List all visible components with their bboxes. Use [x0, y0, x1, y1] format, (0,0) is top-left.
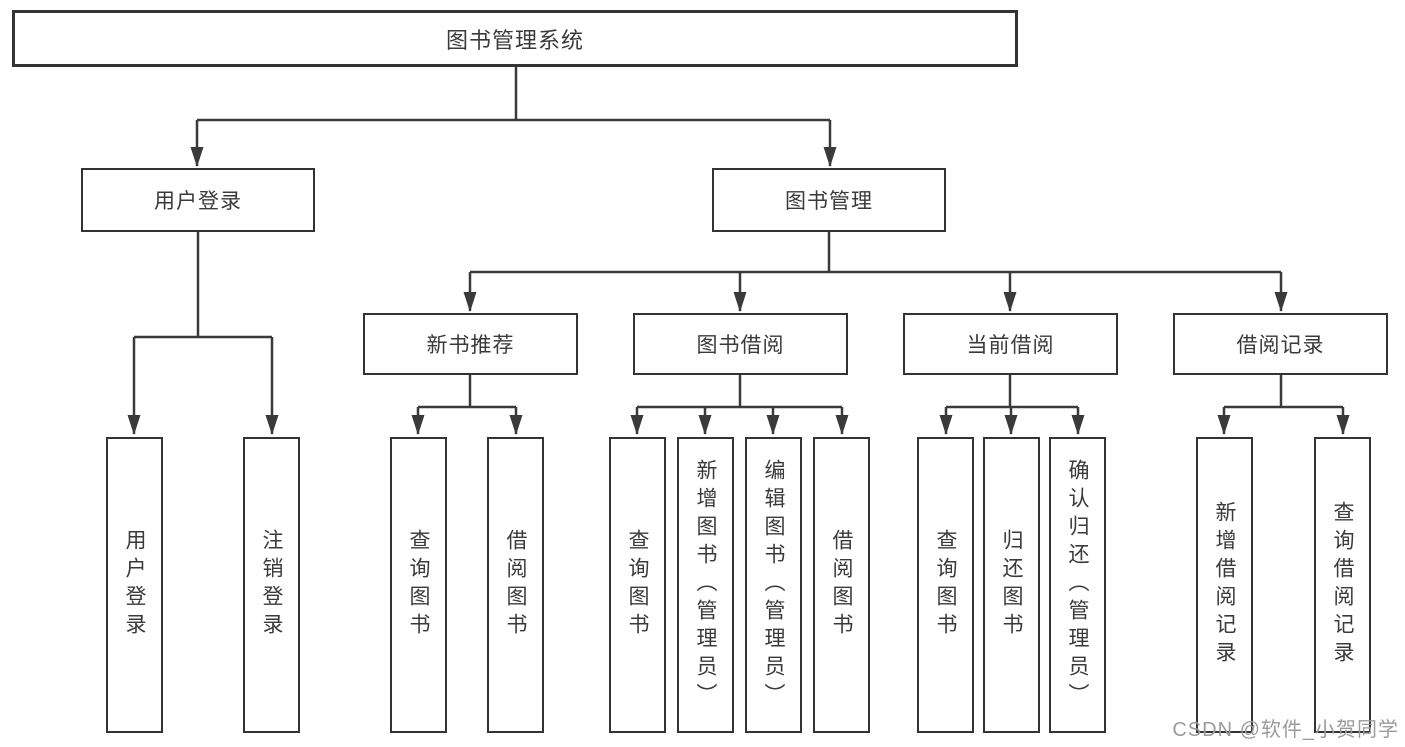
node-user-login: 用户登录	[81, 168, 315, 232]
leaf-logout: 注销登录	[243, 437, 300, 733]
leaf-query-books-recommend: 查询图书	[390, 437, 447, 733]
leaf-borrow-books: 借阅图书	[813, 437, 870, 733]
csdn-watermark: CSDN @软件_小贺同学	[1172, 719, 1399, 741]
leaf-query-borrow-record-label: 查询借阅记录	[1331, 501, 1354, 669]
leaf-borrow-books-recommend-label: 借阅图书	[504, 529, 527, 641]
leaf-confirm-return-admin: 确认归还（管理员）	[1049, 437, 1106, 733]
leaf-query-books-borrow: 查询图书	[609, 437, 666, 733]
node-borrow-records: 借阅记录	[1173, 313, 1388, 375]
node-new-book-recommend: 新书推荐	[363, 313, 578, 375]
leaf-borrow-books-recommend: 借阅图书	[487, 437, 544, 733]
leaf-add-borrow-record-label: 新增借阅记录	[1213, 501, 1236, 669]
node-book-borrow: 图书借阅	[633, 313, 848, 375]
leaf-user-login-label: 用户登录	[123, 529, 146, 641]
leaf-add-books-admin-label: 新增图书（管理员）	[694, 459, 717, 711]
leaf-query-books-borrow-label: 查询图书	[626, 529, 649, 641]
leaf-add-borrow-record: 新增借阅记录	[1196, 437, 1253, 733]
node-library-management-system: 图书管理系统	[12, 10, 1018, 67]
leaf-query-books-current: 查询图书	[917, 437, 974, 733]
leaf-return-books-label: 归还图书	[1000, 529, 1023, 641]
leaf-user-login: 用户登录	[106, 437, 163, 733]
leaf-edit-books-admin: 编辑图书（管理员）	[745, 437, 802, 733]
leaf-borrow-books-label: 借阅图书	[830, 529, 853, 641]
node-book-management: 图书管理	[712, 168, 946, 232]
leaf-return-books: 归还图书	[983, 437, 1040, 733]
leaf-query-borrow-record: 查询借阅记录	[1314, 437, 1371, 733]
leaf-query-books-recommend-label: 查询图书	[407, 529, 430, 641]
leaf-add-books-admin: 新增图书（管理员）	[677, 437, 734, 733]
leaf-edit-books-admin-label: 编辑图书（管理员）	[762, 459, 785, 711]
leaf-query-books-current-label: 查询图书	[934, 529, 957, 641]
leaf-confirm-return-admin-label: 确认归还（管理员）	[1066, 459, 1089, 711]
leaf-logout-label: 注销登录	[260, 529, 283, 641]
node-current-borrow: 当前借阅	[903, 313, 1118, 375]
